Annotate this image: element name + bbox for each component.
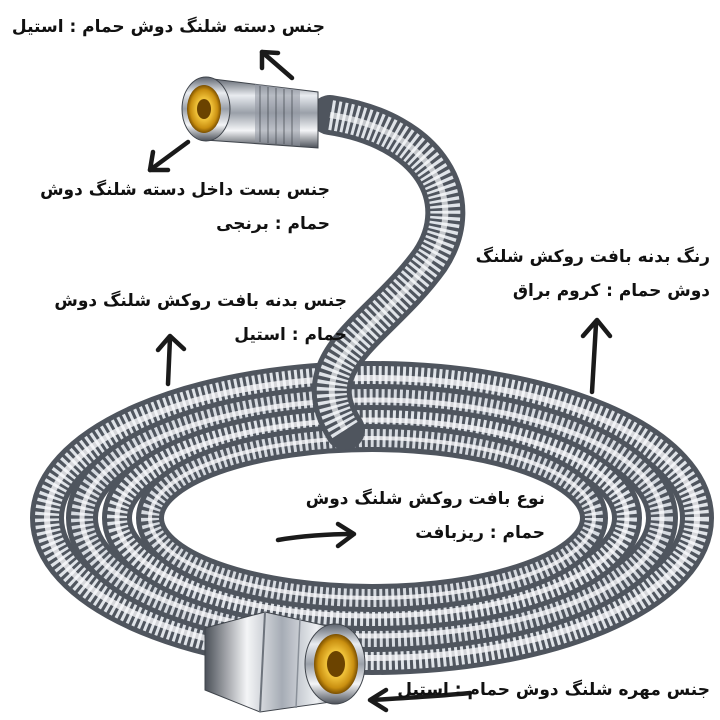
body-weave-material-line1: جنس بدنه بافت روکش شلنگ دوش [54, 291, 347, 311]
handle-material-label: جنس دسته شلنگ دوش حمام : استیل [11, 10, 325, 44]
arrow-inner-clamp [147, 139, 191, 173]
body-weave-material-line2: حمام : استیل [234, 325, 347, 345]
hose-rising-segment [310, 95, 466, 450]
body-color-line1: رنگ بدنه بافت روکش شلنگ [475, 247, 710, 267]
arrow-nut-material [367, 687, 473, 713]
bottom-nut-fitting [204, 611, 366, 713]
body-weave-material-label: جنس بدنه بافت روکش شلنگ دوش حمام : استیل [54, 284, 347, 352]
weave-type-label: نوع بافت روکش شلنگ دوش حمام : ریزبافت [300, 482, 545, 550]
nut-material-line1: جنس مهره شلنگ دوش حمام : استیل [397, 680, 710, 700]
arrow-weave-type [275, 521, 357, 549]
weave-type-line1: نوع بافت روکش شلنگ دوش [305, 489, 545, 509]
arrow-handle-material [259, 49, 295, 81]
inner-clamp-material-line2: حمام : برنجی [216, 214, 330, 234]
arrow-body-color [580, 317, 613, 395]
arrows [147, 49, 613, 713]
body-color-label: رنگ بدنه بافت روکش شلنگ دوش حمام : کروم … [470, 240, 710, 308]
nut-material-label: جنس مهره شلنگ دوش حمام : استیل [397, 673, 710, 707]
handle-material-line1: جنس دسته شلنگ دوش حمام : استیل [11, 17, 325, 37]
body-color-line2: دوش حمام : کروم براق [512, 281, 710, 301]
inner-clamp-material-line1: جنس بست داخل دسته شلنگ دوش [40, 180, 330, 200]
arrow-body-weave [155, 333, 187, 387]
weave-type-line2: حمام : ریزبافت [415, 523, 545, 543]
hose-coil [30, 361, 714, 675]
inner-clamp-material-label: جنس بست داخل دسته شلنگ دوش حمام : برنجی [30, 173, 330, 241]
top-handle-fitting [181, 76, 319, 149]
